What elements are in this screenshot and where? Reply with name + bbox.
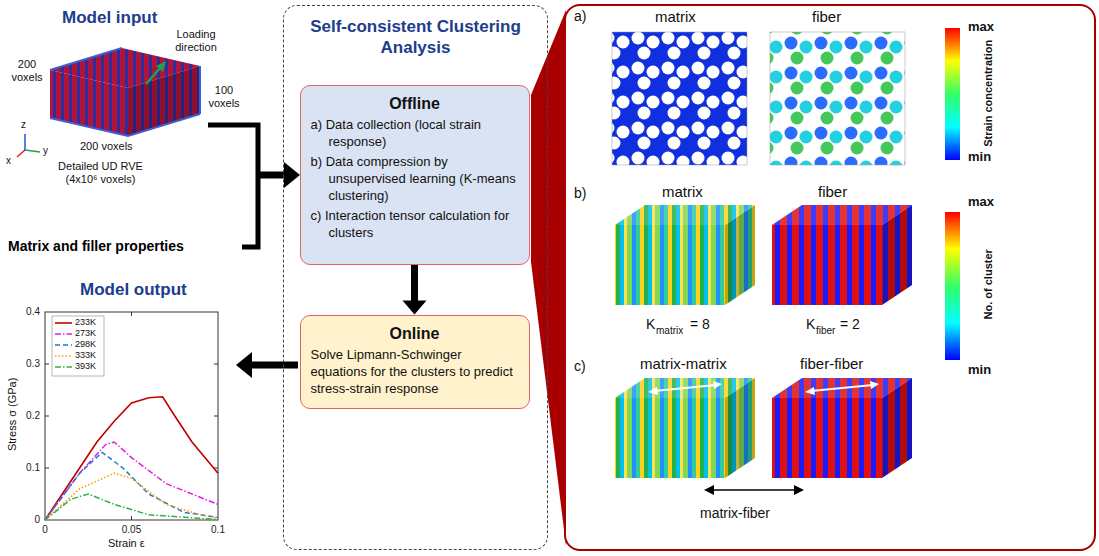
dimension-label: 100 voxels [204, 84, 244, 109]
tick-label: 0.2 [18, 410, 40, 422]
detail-panel [565, 5, 1095, 550]
image-title: matrix [662, 183, 703, 200]
legend-text: 393K [75, 361, 96, 371]
panel-letter: a) [574, 8, 586, 24]
arrow-label: Loading direction [166, 28, 226, 53]
dimension-label: 200 voxels [80, 140, 133, 153]
arrow-head [403, 301, 427, 315]
legend-text: 333K [75, 350, 96, 360]
colorbar-label: min [968, 150, 991, 165]
image-title: fiber [818, 183, 847, 200]
image-title: matrix [655, 8, 696, 25]
tick-label: 0.1 [18, 462, 40, 474]
panel-letter: c) [574, 358, 586, 374]
dimension-label: 200 voxels [8, 58, 46, 83]
fiber-strain-map [770, 32, 905, 165]
input-arrow [258, 162, 300, 188]
cluster-count: K [806, 316, 815, 332]
cluster-count: = 8 [690, 316, 710, 332]
matrix-cluster-block [615, 205, 755, 305]
box-text: c) Interaction tensor calculation for cl… [311, 208, 519, 242]
axis-letter: x [6, 155, 11, 167]
stress-strain-chart [45, 312, 218, 520]
cluster-subscript: fiber [816, 325, 835, 337]
loading-arrow [146, 61, 166, 84]
legend-text: 273K [75, 328, 96, 338]
tick-label: 0.3 [18, 358, 40, 370]
colorbar-label: min [968, 363, 991, 378]
tick-label: 0.1 [203, 524, 233, 536]
process-box: OnlineSolve Lipmann-Schwinger equations … [300, 315, 530, 409]
colorbar-title: No. of cluster [982, 234, 995, 334]
arrow-label: matrix-fiber [700, 505, 770, 521]
fiber-cluster-block [772, 205, 912, 305]
colorbar [945, 28, 960, 160]
colorbar [945, 212, 960, 360]
dashed-group-box: Self-consistent Clustering AnalysisOffli… [283, 5, 548, 550]
input-label: Matrix and filler properties [8, 238, 184, 254]
box-title: Self-consistent Clustering Analysis [284, 6, 547, 59]
image-title: fiber-fiber [800, 355, 863, 372]
cluster-subscript: matrix [656, 325, 683, 337]
box-text: a) Data collection (local strain respons… [311, 117, 519, 151]
matrix-interaction-block [615, 378, 755, 478]
legend-text: 233K [75, 317, 96, 327]
colorbar-title: Strain concentration [982, 28, 995, 158]
fiber-interaction-block [772, 378, 912, 478]
input-bracket [208, 125, 258, 247]
flow-arrow [403, 265, 427, 315]
axis-title: Strain ε [108, 537, 145, 550]
zoom-wedge [531, 10, 566, 546]
box-text: b) Data compression by unsupervised lear… [311, 154, 519, 205]
tick-label: 0.4 [18, 306, 40, 318]
colorbar-label: max [968, 20, 994, 35]
tick-label: 0.05 [117, 524, 147, 536]
section-title: Model output [80, 280, 187, 300]
image-title: fiber [812, 8, 841, 25]
image-title: matrix-matrix [640, 355, 727, 372]
output-arrow [236, 352, 298, 378]
rve-block [50, 48, 200, 136]
axis-letter: y [43, 145, 48, 157]
process-box: Offlinea) Data collection (local strain … [300, 85, 530, 265]
box-title: Online [311, 324, 519, 345]
axes-triad [17, 134, 40, 157]
legend-text: 298K [75, 339, 96, 349]
panel-letter: b) [574, 185, 586, 201]
caption-label: Detailed UD RVE (4x10⁶ voxels) [48, 160, 153, 185]
colorbar-label: max [968, 195, 994, 210]
tick-label: 0 [18, 514, 40, 526]
cluster-count: = 2 [840, 316, 860, 332]
matrix-fiber-arrow [704, 485, 804, 495]
axis-letter: z [21, 119, 26, 131]
section-title: Model input [62, 8, 157, 28]
box-title: Offline [311, 94, 519, 115]
tick-label: 0 [30, 524, 60, 536]
cluster-count: K [646, 316, 655, 332]
axis-title: Stress σ (GPa) [6, 369, 19, 459]
box-text: Solve Lipmann-Schwinger equations for th… [311, 347, 519, 398]
matrix-strain-map [612, 32, 747, 165]
